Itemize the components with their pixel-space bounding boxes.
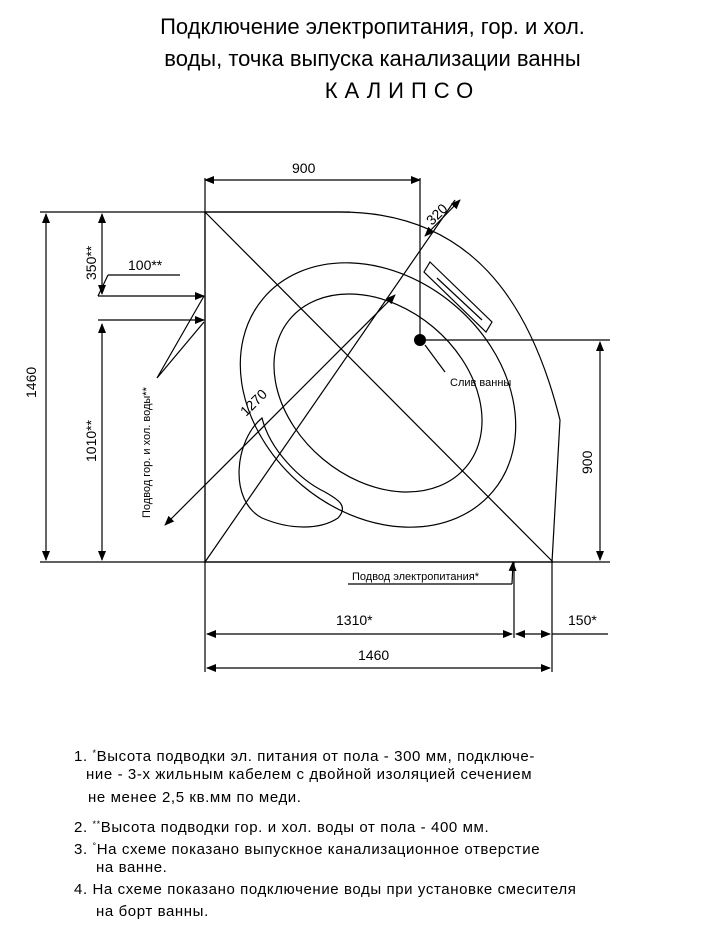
dim-diag-1270-label: 1270 <box>237 386 270 419</box>
note-4-number: 4. <box>74 881 88 898</box>
note-3-line-1: На схеме показано выпускное канализацион… <box>96 841 541 858</box>
note-3-marker: ° <box>92 841 97 851</box>
bathtub-seat <box>238 416 344 528</box>
dim-left-1010-label: 1010** <box>83 419 99 462</box>
dim-100-leader-diag <box>97 274 109 297</box>
axis-diagonal-main <box>204 199 456 563</box>
note-1-number: 1. <box>74 748 88 765</box>
drain-label: Слив ванны <box>450 377 511 389</box>
power-supply-arrow <box>508 561 517 585</box>
note-1: 1. *Высота подводки эл. питания от пола … <box>74 742 535 768</box>
dim-left-1460-label: 1460 <box>23 367 39 398</box>
bathtub-armrest-inner <box>436 277 483 321</box>
dim-diag-320-label: 320 <box>423 200 451 228</box>
note-2-number: 2. <box>74 819 88 836</box>
dim-100-label: 100** <box>128 257 163 273</box>
bathtub-inner-bowl <box>273 293 483 493</box>
note-1-line-3: не менее 2,5 кв.мм по меди. <box>88 789 302 806</box>
dim-right-900-label: 900 <box>579 450 595 474</box>
dim-left-350-label: 350** <box>83 245 99 280</box>
note-3-number: 3. <box>74 841 88 858</box>
note-3: 3. °На схеме показано выпускное канализа… <box>74 835 540 861</box>
dim-diag-1270 <box>164 294 396 526</box>
dim-top-900-label: 900 <box>292 160 316 176</box>
title-line-2: воды, точка выпуска канализации ванны <box>164 46 581 71</box>
dim-bottom-1460-label: 1460 <box>358 647 389 663</box>
note-4-line-2: на борт ванны. <box>96 903 209 920</box>
drain-point <box>414 334 426 346</box>
note-2-line-1: Высота подводки гор. и хол. воды от пола… <box>100 819 490 836</box>
note-2: 2. **Высота подводки гор. и хол. воды от… <box>74 813 489 839</box>
water-label-leader <box>156 295 205 379</box>
water-supply-label: Подвод гор. и хол. воды** <box>141 386 153 518</box>
note-1-line-2: ние - 3-х жильным кабелем с двойной изол… <box>86 766 533 783</box>
title-line-1: Подключение электропитания, гор. и хол. <box>160 14 585 39</box>
bathtub-outline <box>204 211 561 563</box>
note-3-line-2: на ванне. <box>96 859 168 876</box>
drain-leader <box>424 344 446 373</box>
dim-bottom-1310-label: 1310* <box>336 612 373 628</box>
power-supply-label: Подвод электропитания* <box>352 571 480 583</box>
note-1-marker: * <box>92 748 97 758</box>
dim-diag-320 <box>424 199 461 237</box>
bathtub-armrest <box>423 261 493 333</box>
title-product-name: КАЛИПСО <box>324 78 481 103</box>
note-1-line-1: Высота подводки эл. питания от пола - 30… <box>96 748 535 765</box>
note-2-marker: ** <box>92 819 101 829</box>
note-4: 4. На схеме показано подключение воды пр… <box>74 879 577 901</box>
bathtub-outer-bowl <box>239 262 517 528</box>
note-4-line-1: На схеме показано подключение воды при у… <box>92 881 577 898</box>
dim-bottom-150-label: 150* <box>568 612 597 628</box>
